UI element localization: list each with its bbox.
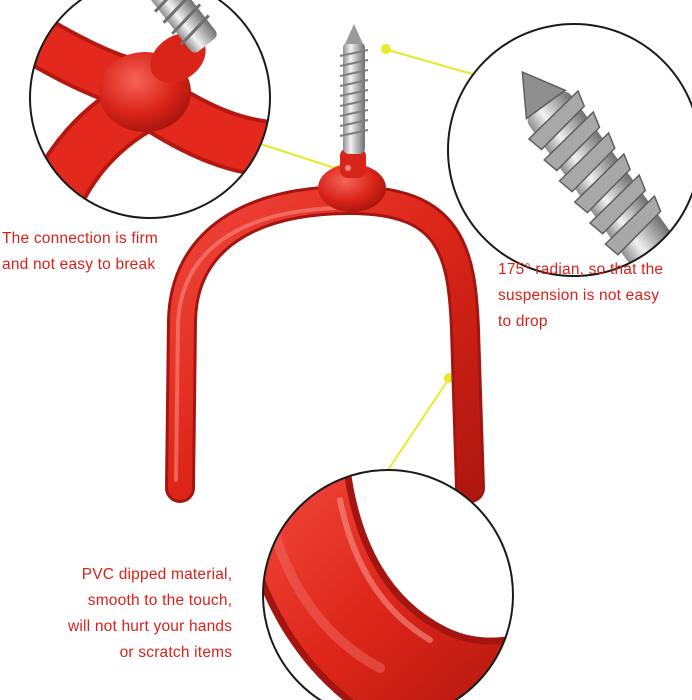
zoom-circle-connection <box>29 0 271 219</box>
zoom-circle-screw <box>447 23 692 277</box>
main-screw <box>339 24 369 154</box>
caption-pvc-line3: will not hurt your hands <box>68 618 233 635</box>
zoom-circle-pvc <box>262 469 514 700</box>
caption-pvc: PVC dipped material, smooth to the touch… <box>68 562 232 666</box>
main-hook <box>165 148 485 503</box>
caption-pvc-line2: smooth to the touch, <box>87 592 233 609</box>
caption-pvc-line4: or scratch items <box>119 644 233 661</box>
caption-connection-line2: and not easy to break <box>2 256 156 273</box>
caption-connection-line1: The connection is firm <box>2 230 159 247</box>
callout-lines <box>247 49 473 471</box>
caption-connection: The connection is firm and not easy to b… <box>2 226 158 278</box>
caption-radian-line3: to drop <box>498 313 548 330</box>
caption-radian-line1: 175° radian, so that the <box>498 261 664 278</box>
caption-radian: 175° radian, so that the suspension is n… <box>498 257 663 335</box>
caption-pvc-line1: PVC dipped material, <box>81 566 233 583</box>
caption-radian-line2: suspension is not easy <box>498 287 660 304</box>
